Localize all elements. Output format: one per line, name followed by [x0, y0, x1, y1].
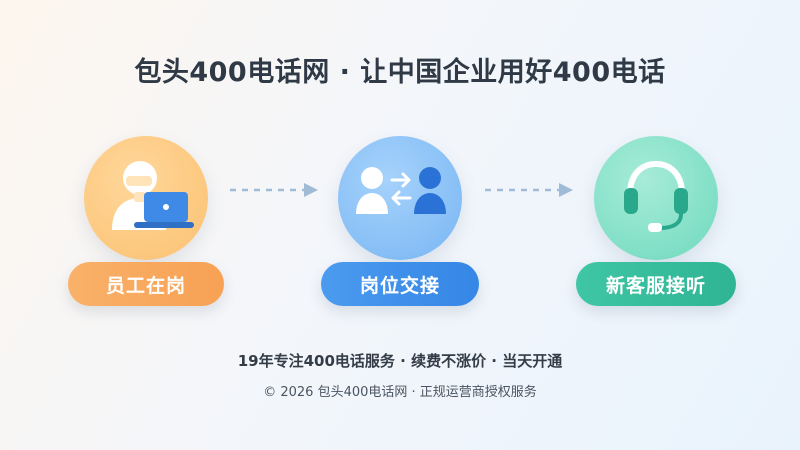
service-tagline: 19年专注400电话服务 · 续费不涨价 · 当天开通: [237, 352, 563, 370]
flow-arrow-icon: [485, 183, 573, 197]
step-1-circle: [84, 136, 208, 260]
step-label-employee-on-duty: 员工在岗: [68, 262, 224, 306]
step-2-circle: [338, 136, 462, 260]
copyright-footer: © 2026 包头400电话网 · 正规运营商授权服务: [263, 385, 537, 400]
step-label-handover: 岗位交接: [321, 262, 479, 306]
employee-at-laptop-icon: [112, 161, 194, 230]
flow-arrow-icon: [230, 183, 318, 197]
step-3-circle: [594, 136, 718, 260]
page-title: 包头400电话网 · 让中国企业用好400电话: [134, 57, 666, 88]
handover-people-icon: [356, 167, 446, 214]
step-label-new-agent-answers: 新客服接听: [576, 262, 736, 306]
headset-icon: [624, 160, 688, 232]
